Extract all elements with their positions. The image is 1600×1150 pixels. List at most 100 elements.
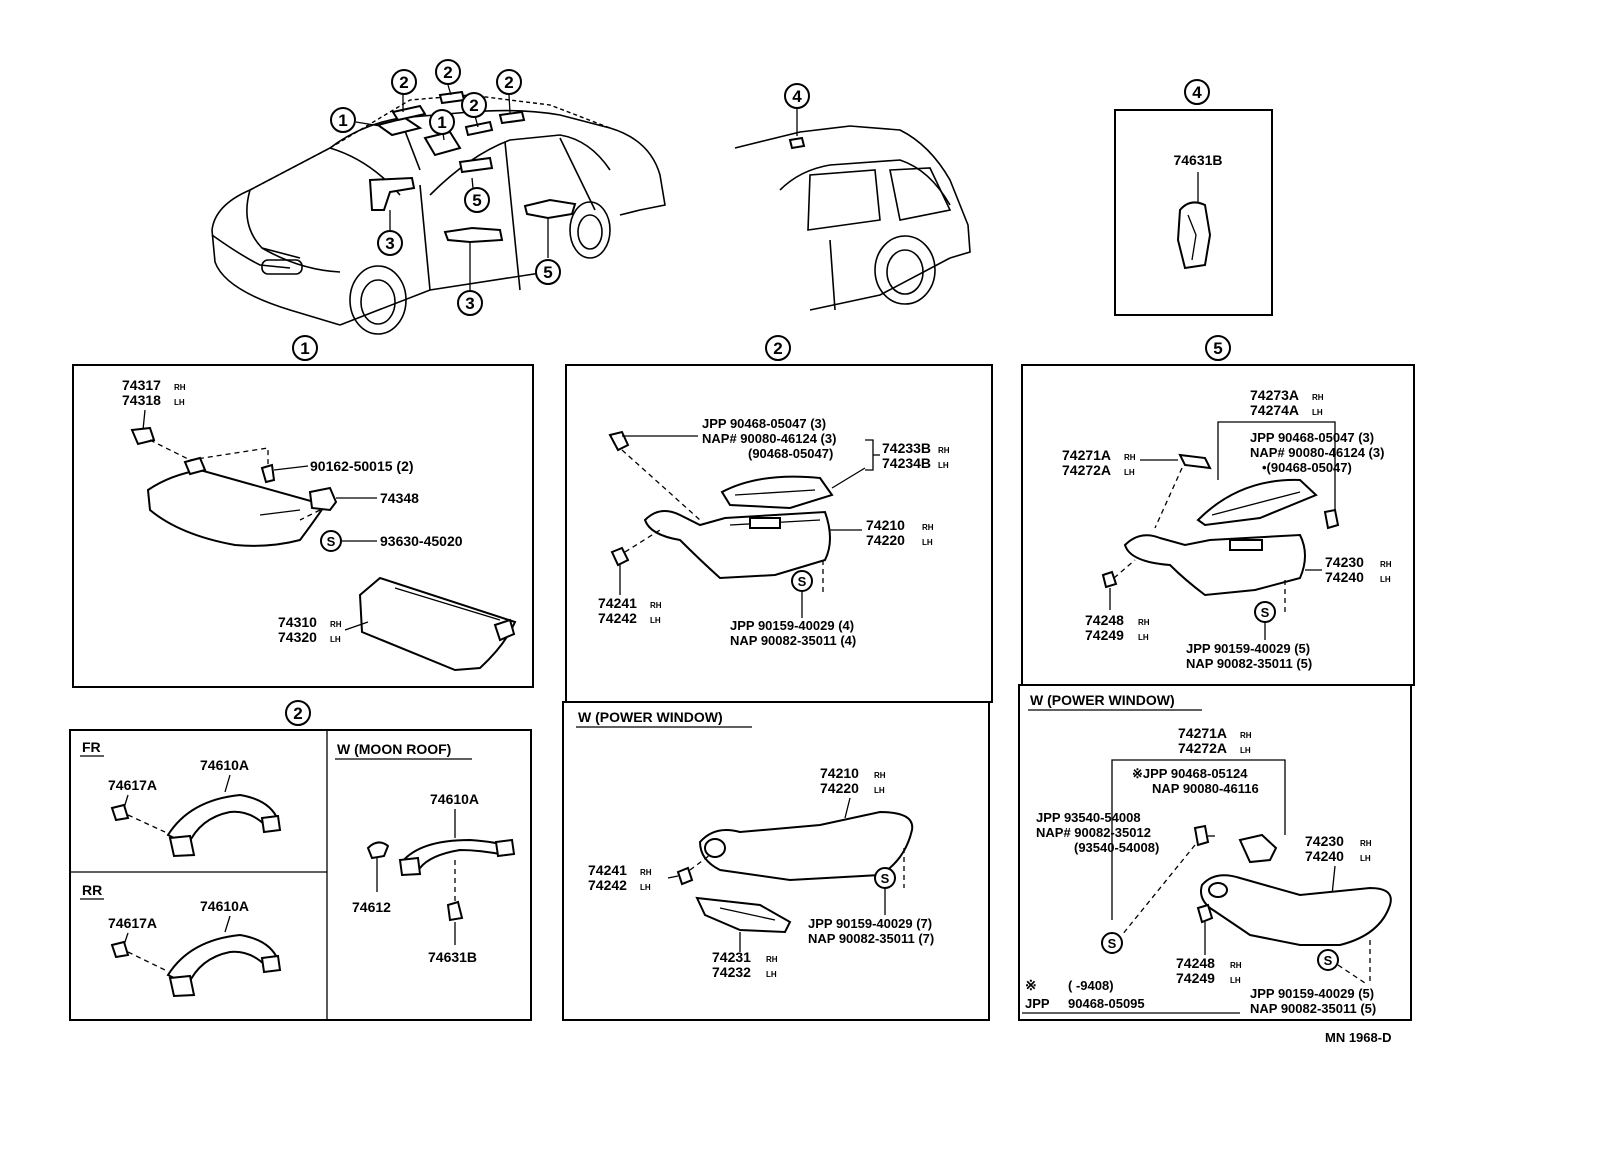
label-74241: 74241 [598, 595, 637, 611]
svg-text:LH: LH [922, 538, 933, 547]
callout-5: 5 [543, 263, 552, 282]
label-74210: 74210 [866, 517, 905, 533]
label-74274a: 74274A [1250, 402, 1299, 418]
callout-5: 5 [472, 191, 481, 210]
svg-text:RH: RH [330, 620, 342, 629]
callout-2: 2 [443, 63, 452, 82]
svg-text:RH: RH [1312, 393, 1324, 402]
moon-roof-heading: W (MOON ROOF) [337, 741, 451, 757]
label-nap-90082-35012: NAP# 90082-35012 [1036, 825, 1151, 840]
label-74631b: 74631B [1173, 152, 1222, 168]
label-74273a: 74273A [1250, 387, 1299, 403]
svg-text:RH: RH [874, 771, 886, 780]
callout-5: 5 [1213, 339, 1222, 358]
callout-2: 2 [293, 704, 302, 723]
svg-text:LH: LH [1230, 976, 1241, 985]
label-jpp-93540: JPP 93540-54008 [1036, 810, 1141, 825]
callout-1: 1 [300, 339, 309, 358]
label-74249: 74249 [1176, 970, 1215, 986]
svg-text:RH: RH [766, 955, 778, 964]
label-74220: 74220 [866, 532, 905, 548]
label-jpp-90159-5: JPP 90159-40029 (5) [1250, 986, 1374, 1001]
label-nap-90080-3: NAP# 90080-46124 (3) [702, 431, 836, 446]
label-74272a: 74272A [1178, 740, 1227, 756]
svg-text:LH: LH [1380, 575, 1391, 584]
svg-text:LH: LH [174, 398, 185, 407]
label-nap-90080-5: NAP# 90080-46124 (3) [1250, 445, 1384, 460]
label-74272a: 74272A [1062, 462, 1111, 478]
svg-text:RH: RH [1240, 731, 1252, 740]
svg-text:RH: RH [1360, 839, 1372, 848]
svg-text:LH: LH [640, 883, 651, 892]
svg-text:S: S [327, 534, 336, 549]
label-jpp-90159-7: JPP 90159-40029 (7) [808, 916, 932, 931]
label-74271a: 74271A [1178, 725, 1227, 741]
label-paren-90468-5: •(90468-05047) [1262, 460, 1352, 475]
svg-text:LH: LH [766, 970, 777, 979]
label-74617a: 74617A [108, 915, 157, 931]
svg-text:RH: RH [922, 523, 934, 532]
label-74234b: 74234B [882, 455, 931, 471]
svg-text:RH: RH [938, 446, 950, 455]
label-74271a: 74271A [1062, 447, 1111, 463]
section-5: 5 74273A RH 74274A LH JPP 90468-05047 (3… [1021, 335, 1415, 686]
label-paren-93540: (93540-54008) [1074, 840, 1159, 855]
svg-text:RH: RH [640, 868, 652, 877]
section-2-assist-grip: 2 FR 74617A 74610A RR 74617A 74610A W (M… [69, 700, 532, 1021]
label-74317: 74317 [122, 377, 161, 393]
label-paren-90468: (90468-05047) [748, 446, 833, 461]
label-jpp-90468-3: JPP 90468-05047 (3) [702, 416, 826, 431]
label-74610a: 74610A [200, 757, 249, 773]
label-74230: 74230 [1325, 554, 1364, 570]
label-74318: 74318 [122, 392, 161, 408]
svg-text:LH: LH [938, 461, 949, 470]
label-74242: 74242 [598, 610, 637, 626]
svg-text:S: S [1261, 605, 1270, 620]
label-jpp-90159-4: JPP 90159-40029 (4) [730, 618, 854, 633]
note-jpp: JPP [1025, 996, 1050, 1011]
svg-text:RH: RH [174, 383, 186, 392]
section-2-armrest: 2 JPP 90468-05047 (3) NAP# 90080-46124 (… [565, 335, 993, 703]
label-90162: 90162-50015 (2) [310, 458, 414, 474]
note-part: 90468-05095 [1068, 996, 1145, 1011]
svg-text:RH: RH [1138, 618, 1150, 627]
callout-1: 1 [338, 111, 347, 130]
power-window-heading: W (POWER WINDOW) [1030, 692, 1175, 708]
svg-text:RH: RH [1124, 453, 1136, 462]
label-74320: 74320 [278, 629, 317, 645]
svg-text:S: S [798, 574, 807, 589]
callout-4: 4 [1192, 83, 1202, 102]
label-74348: 74348 [380, 490, 419, 506]
label-jpp-90159-5: JPP 90159-40029 (5) [1186, 641, 1310, 656]
sedan-illustration [211, 84, 666, 335]
svg-text:S: S [1324, 953, 1333, 968]
note-symbol: ※ [1025, 977, 1037, 993]
top-callouts: 2 2 2 2 1 1 5 3 3 5 4 [330, 59, 810, 316]
label-jpp-90468-05124: ※JPP 90468-05124 [1132, 766, 1248, 781]
label-nap-90082-5: NAP 90082-35011 (5) [1250, 1001, 1376, 1016]
wagon-illustration [734, 108, 971, 311]
power-window-heading: W (POWER WINDOW) [578, 709, 723, 725]
callout-2: 2 [399, 73, 408, 92]
label-74231: 74231 [712, 949, 751, 965]
callout-2: 2 [469, 96, 478, 115]
section-4: 4 74631B [1114, 79, 1273, 316]
label-74240: 74240 [1325, 569, 1364, 585]
label-74249: 74249 [1085, 627, 1124, 643]
svg-text:RH: RH [1380, 560, 1392, 569]
callout-4: 4 [792, 87, 802, 106]
label-74248: 74248 [1176, 955, 1215, 971]
label-74233b: 74233B [882, 440, 931, 456]
svg-text:LH: LH [1312, 408, 1323, 417]
svg-text:RH: RH [650, 601, 662, 610]
svg-text:LH: LH [1124, 468, 1135, 477]
label-74631b: 74631B [428, 949, 477, 965]
svg-text:LH: LH [650, 616, 661, 625]
svg-text:LH: LH [1360, 854, 1371, 863]
label-nap-90082-4: NAP 90082-35011 (4) [730, 633, 856, 648]
label-74230: 74230 [1305, 833, 1344, 849]
label-74210: 74210 [820, 765, 859, 781]
section-1-sun-visor: 1 74317 RH 74318 LH 90162-50015 (2) 7434… [72, 335, 534, 688]
section-5-power-window: W (POWER WINDOW) 74271A RH 74272A LH ※JP… [1018, 684, 1412, 1021]
